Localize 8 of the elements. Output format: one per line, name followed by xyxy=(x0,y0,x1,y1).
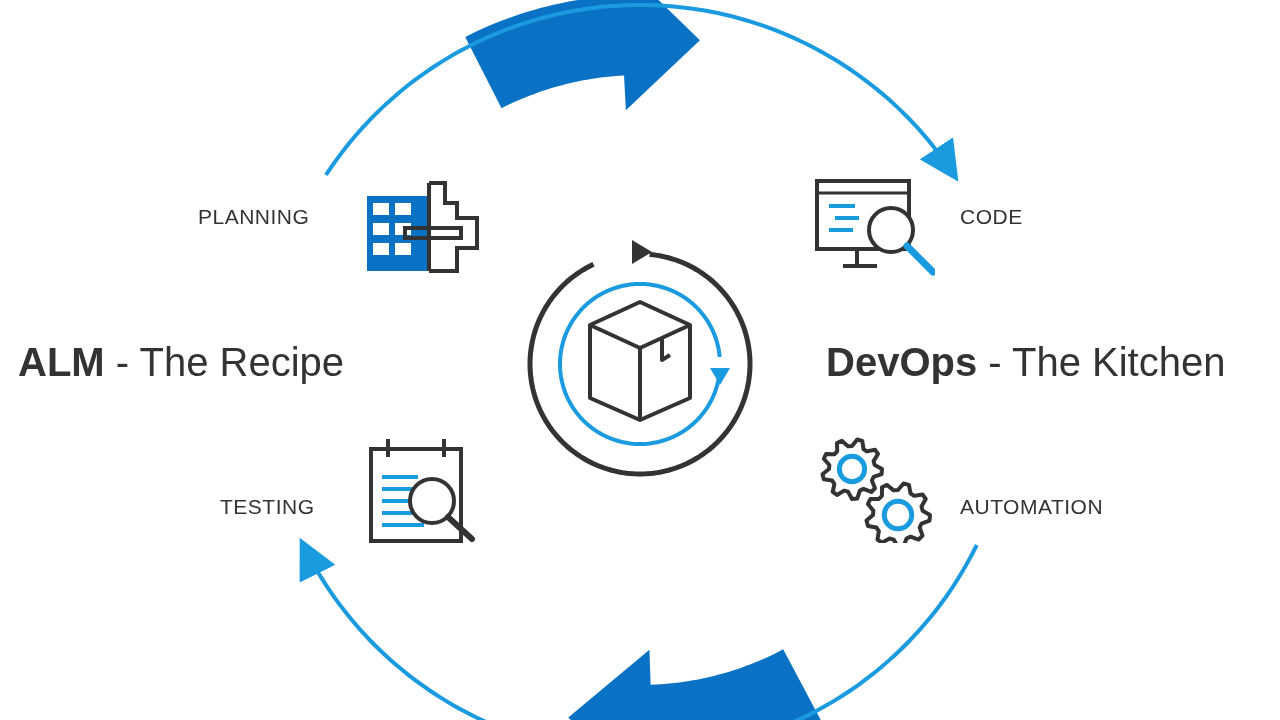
section-title: ALM - The Recipe xyxy=(18,340,344,385)
stage-label: PLANNING xyxy=(198,205,310,229)
section-title: DevOps - The Kitchen xyxy=(826,340,1226,385)
cycle-arrow xyxy=(299,537,979,720)
stage-label: CODE xyxy=(960,205,1023,229)
cycle-arrow xyxy=(324,3,959,182)
stage-label: AUTOMATION xyxy=(960,495,1104,519)
stage-label: TESTING xyxy=(220,495,315,519)
